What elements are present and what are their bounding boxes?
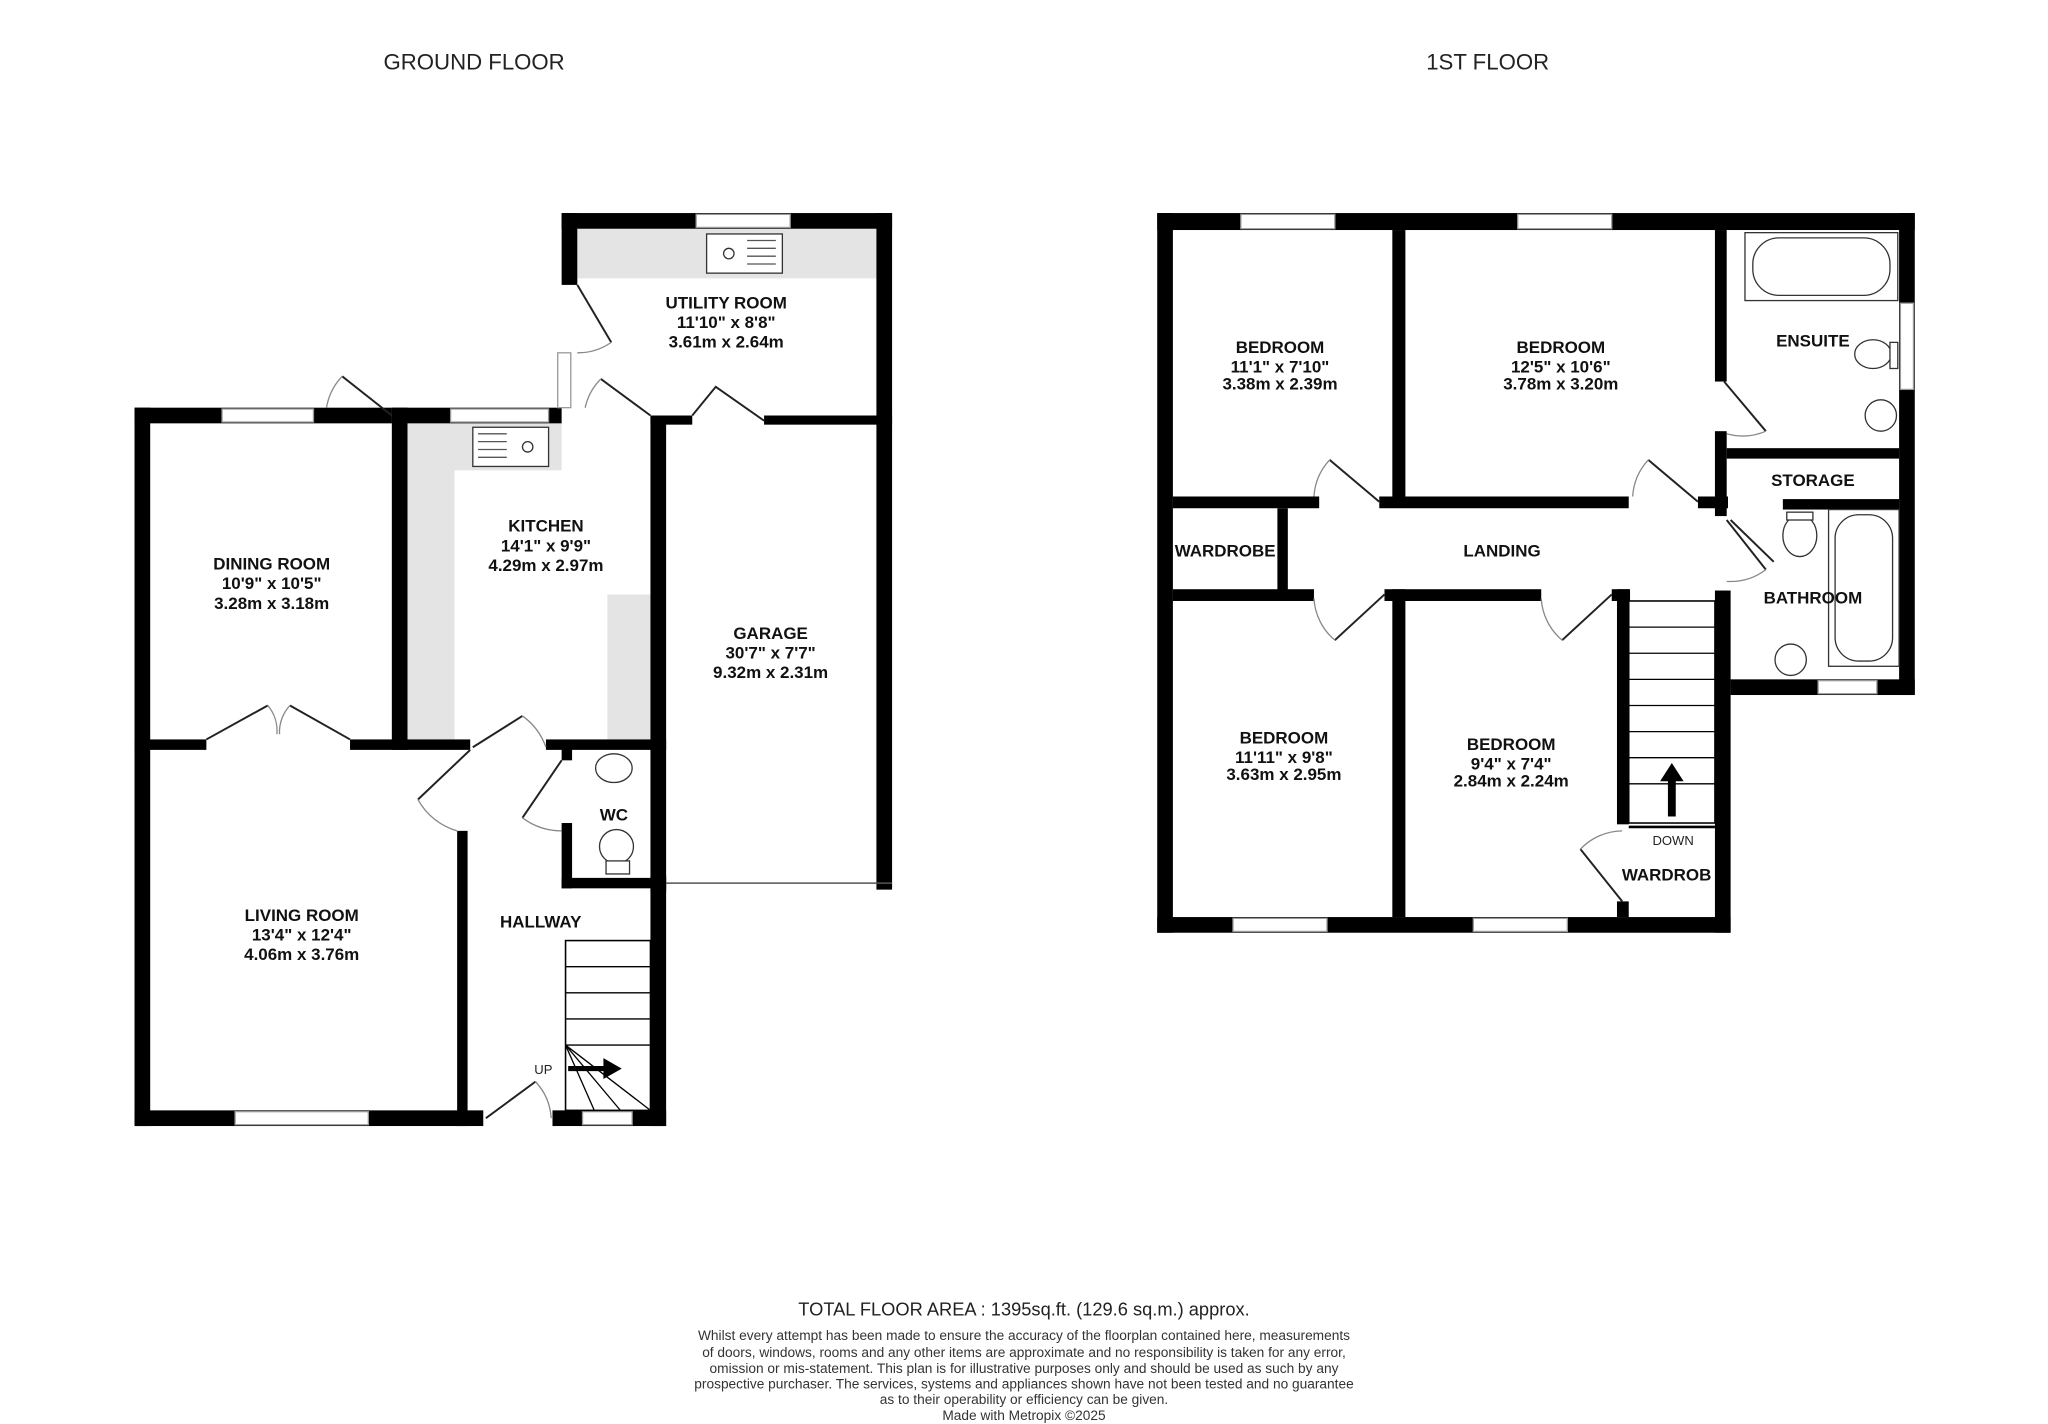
svg-text:UTILITY ROOM: UTILITY ROOM — [666, 293, 787, 312]
stairs-down-label: DOWN — [1652, 833, 1693, 848]
svg-text:BEDROOM: BEDROOM — [1467, 735, 1556, 754]
svg-text:BEDROOM: BEDROOM — [1240, 728, 1329, 747]
svg-text:4.06m x 3.76m: 4.06m x 3.76m — [244, 945, 359, 964]
window — [1817, 680, 1878, 695]
window — [234, 1111, 369, 1126]
basin-icon — [1774, 643, 1808, 677]
svg-text:9.32m x 2.31m: 9.32m x 2.31m — [713, 663, 828, 682]
svg-text:30'7" x 7'7": 30'7" x 7'7" — [726, 643, 816, 662]
disclaimer-line: Whilst every attempt has been made to en… — [698, 1328, 1350, 1343]
room-bathroom: BATHROOM — [1764, 589, 1863, 608]
basin-icon — [594, 753, 633, 784]
svg-text:2.84m x 2.24m: 2.84m x 2.24m — [1454, 771, 1569, 790]
kitchen-worktop — [607, 594, 651, 740]
svg-text:14'1" x 9'9": 14'1" x 9'9" — [501, 536, 591, 555]
bathtub-icon — [1744, 231, 1899, 302]
svg-text:12'5" x 10'6": 12'5" x 10'6" — [1511, 357, 1611, 376]
toilet-icon — [598, 828, 635, 875]
svg-text:11'11" x 9'8": 11'11" x 9'8" — [1235, 748, 1333, 767]
svg-text:3.38m x 2.39m: 3.38m x 2.39m — [1222, 374, 1337, 393]
disclaimer-line: prospective purchaser. The services, sys… — [694, 1377, 1354, 1392]
staircase — [1627, 600, 1716, 824]
toilet-icon — [1854, 339, 1899, 370]
svg-text:BEDROOM: BEDROOM — [1517, 338, 1606, 357]
ground-floor-title: GROUND FLOOR — [384, 49, 565, 74]
room-dining-room: DINING ROOM 10'9" x 10'5" 3.28m x 3.18m — [213, 555, 330, 613]
window — [581, 1111, 633, 1126]
svg-text:LIVING ROOM: LIVING ROOM — [245, 906, 359, 925]
disclaimer-line: as to their operability or efficiency ca… — [880, 1392, 1168, 1407]
stairs-up-label: UP — [534, 1062, 552, 1077]
window — [1232, 917, 1328, 933]
window — [449, 408, 550, 423]
total-floor-area: TOTAL FLOOR AREA : 1395sq.ft. (129.6 sq.… — [798, 1298, 1249, 1319]
svg-text:13'4" x 12'4": 13'4" x 12'4" — [252, 926, 352, 945]
room-wc: WC — [600, 805, 628, 824]
room-ensuite: ENSUITE — [1776, 331, 1850, 350]
door-swing-icon — [1313, 380, 1775, 902]
room-garage: GARAGE 30'7" x 7'7" 9.32m x 2.31m — [713, 624, 828, 682]
room-living-room: LIVING ROOM 13'4" x 12'4" 4.06m x 3.76m — [244, 906, 359, 964]
svg-text:KITCHEN: KITCHEN — [508, 517, 583, 536]
window — [695, 213, 791, 229]
svg-text:GARAGE: GARAGE — [733, 624, 807, 643]
footer: TOTAL FLOOR AREA : 1395sq.ft. (129.6 sq.… — [694, 1298, 1354, 1422]
window — [1472, 917, 1568, 933]
room-storage: STORAGE — [1771, 471, 1855, 490]
svg-text:3.28m x 3.18m: 3.28m x 3.18m — [214, 594, 329, 613]
svg-text:11'10" x 8'8": 11'10" x 8'8" — [677, 313, 776, 332]
window — [221, 408, 315, 423]
room-bedroom-1: BEDROOM 11'1" x 7'10" 3.38m x 2.39m — [1222, 338, 1337, 394]
ground-floor-plan: UP UTILITY ROOM 11'10" x 8'8" 3.61m x 2.… — [134, 213, 893, 1127]
toilet-icon — [1782, 511, 1818, 558]
arrow-up-icon — [1660, 762, 1684, 817]
sink-icon — [705, 233, 784, 274]
room-landing: LANDING — [1463, 542, 1540, 561]
window — [557, 352, 572, 409]
svg-text:10'9" x 10'5": 10'9" x 10'5" — [222, 574, 322, 593]
disclaimer-line: omission or mis-statement. This plan is … — [710, 1361, 1339, 1376]
disclaimer-line: of doors, windows, rooms and any other i… — [702, 1345, 1346, 1360]
window — [1899, 302, 1915, 391]
svg-text:4.29m x 2.97m: 4.29m x 2.97m — [488, 556, 603, 575]
svg-text:BEDROOM: BEDROOM — [1236, 338, 1325, 357]
first-floor-plan: DOWN BEDROOM 11'1" x 7'10" 3.38m x 2.39m… — [1157, 213, 1915, 933]
credit: Made with Metropix ©2025 — [942, 1408, 1106, 1423]
svg-text:9'4" x 7'4": 9'4" x 7'4" — [1471, 754, 1552, 773]
room-wardrobe: WARDROBE — [1175, 542, 1276, 561]
door-swing-icon — [205, 284, 765, 1119]
room-kitchen: KITCHEN 14'1" x 9'9" 4.29m x 2.97m — [488, 517, 603, 575]
room-bedroom-2: BEDROOM 12'5" x 10'6" 3.78m x 3.20m — [1503, 338, 1618, 394]
svg-text:3.78m x 3.20m: 3.78m x 3.20m — [1503, 374, 1618, 393]
window — [1240, 213, 1336, 230]
basin-icon — [1864, 399, 1898, 432]
kitchen-worktop — [407, 423, 455, 740]
window — [1517, 213, 1613, 230]
room-wardrobe-2: WARDROB — [1622, 865, 1712, 884]
arrow-right-icon — [568, 1058, 622, 1080]
room-bedroom-3: BEDROOM 11'11" x 9'8" 3.63m x 2.95m — [1226, 728, 1341, 784]
svg-text:3.63m x 2.95m: 3.63m x 2.95m — [1226, 765, 1341, 784]
svg-text:DINING ROOM: DINING ROOM — [213, 555, 330, 574]
staircase — [564, 939, 652, 1112]
room-bedroom-4: BEDROOM 9'4" x 7'4" 2.84m x 2.24m — [1454, 735, 1569, 791]
sink-icon — [472, 426, 550, 468]
svg-text:11'1" x 7'10": 11'1" x 7'10" — [1231, 357, 1330, 376]
first-floor-title: 1ST FLOOR — [1426, 49, 1549, 74]
room-utility-room: UTILITY ROOM 11'10" x 8'8" 3.61m x 2.64m — [666, 293, 787, 351]
room-hallway: HALLWAY — [500, 913, 582, 932]
svg-text:3.61m x 2.64m: 3.61m x 2.64m — [669, 333, 784, 352]
bathtub-icon — [1827, 508, 1900, 667]
